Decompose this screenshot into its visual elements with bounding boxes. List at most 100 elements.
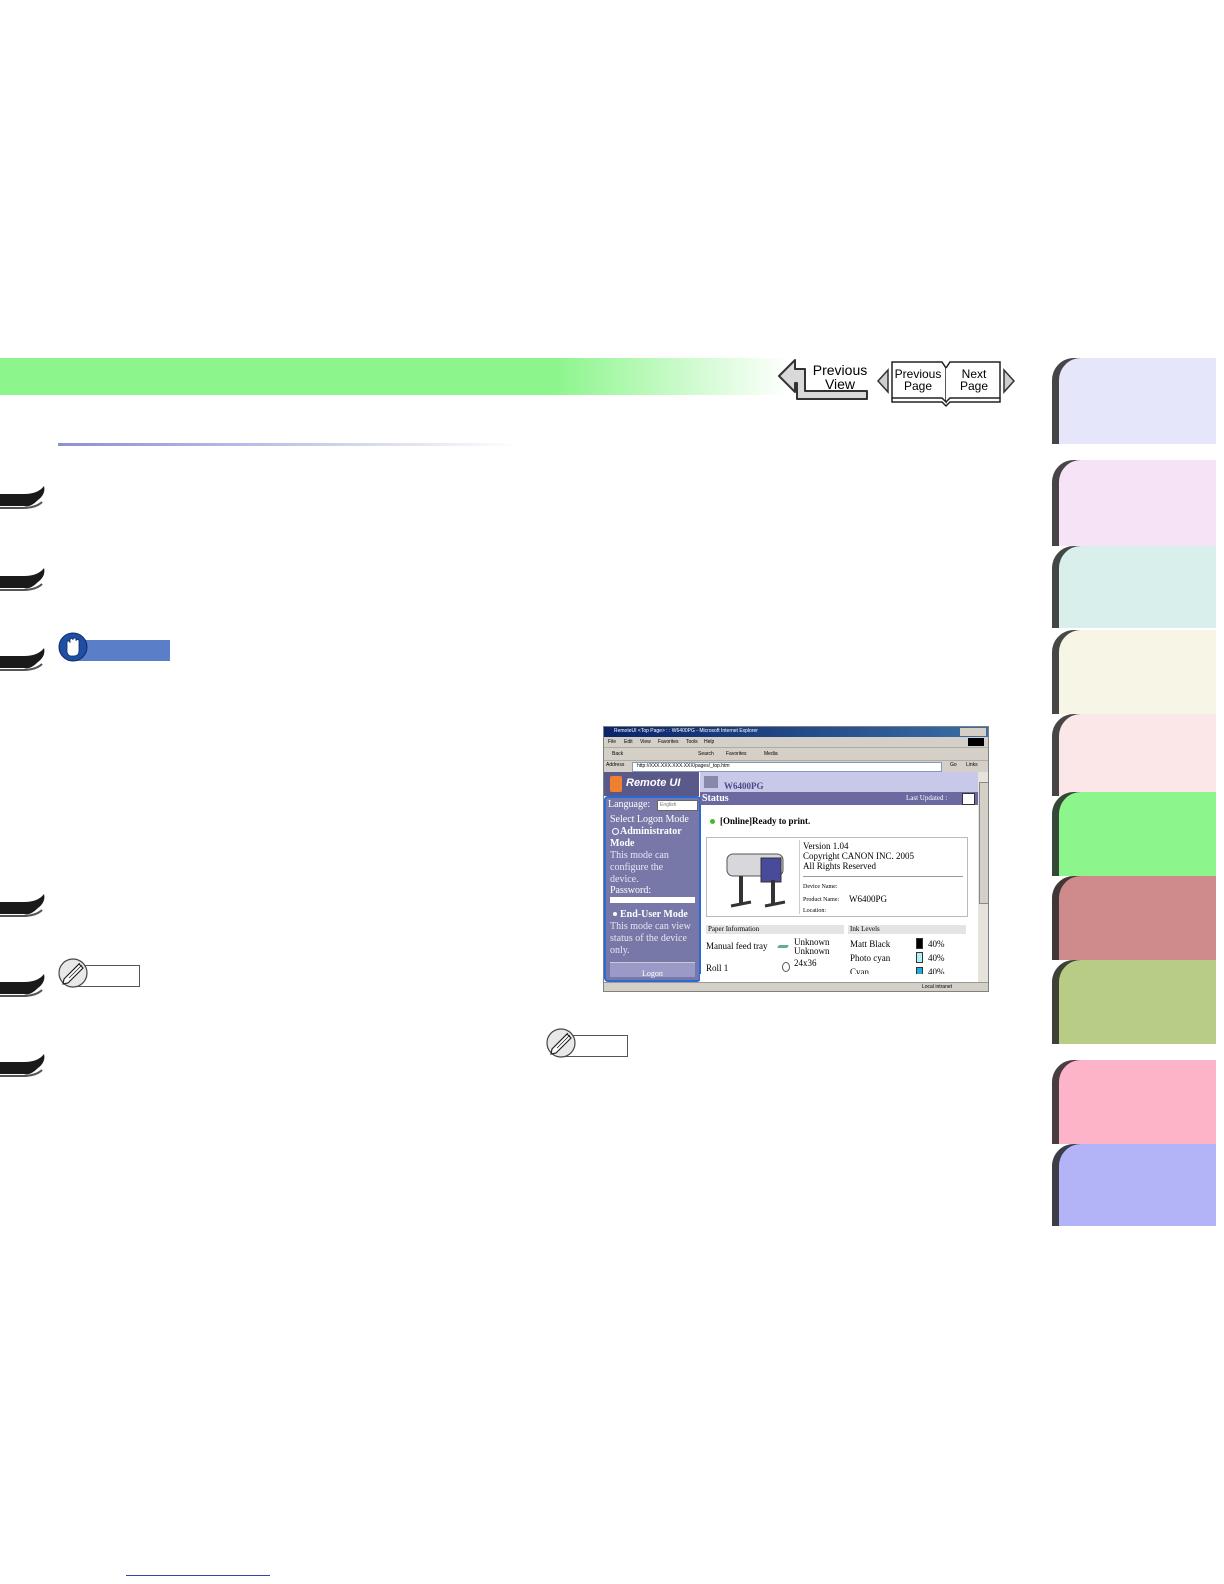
refresh-icon[interactable] xyxy=(962,793,975,805)
paper-row-value: Unknown xyxy=(794,946,830,956)
previous-page-label-2: Page xyxy=(903,379,933,393)
step-marker-icon xyxy=(0,894,45,917)
chapter-tab-2[interactable] xyxy=(1052,460,1216,546)
ink-tank-icon xyxy=(916,952,923,963)
menu-favorites[interactable]: Favorites xyxy=(658,739,679,745)
ink-row-level: 40% xyxy=(928,967,945,977)
back-arrow-icon xyxy=(778,359,868,400)
firmware-version: Version 1.04 xyxy=(803,841,849,851)
paper-info-header: Paper Information xyxy=(706,925,844,934)
note-callout xyxy=(546,1028,630,1058)
menu-bar: File Edit View Favorites Tools Help xyxy=(604,737,988,748)
device-name-label: Device Name: xyxy=(803,884,838,890)
browser-toolbar: Back Search Favorites Media xyxy=(604,748,988,761)
status-message: [Online]Ready to print. xyxy=(720,816,811,826)
admin-mode-description: This mode can configure the device. xyxy=(610,850,669,885)
previous-page-label-1: Previous xyxy=(894,367,942,381)
remote-ui-screenshot: RemoteUI <Top Page> : : W6400PG - Micros… xyxy=(603,726,989,992)
menu-view[interactable]: View xyxy=(640,739,651,745)
copyright-text: Copyright CANON INC. 2005 xyxy=(803,851,915,861)
important-callout xyxy=(58,632,170,662)
address-label: Address xyxy=(606,762,625,768)
menu-help[interactable]: Help xyxy=(704,739,715,745)
links-button[interactable]: Links xyxy=(966,762,978,768)
section-title-rule xyxy=(58,443,518,446)
previous-view-label-1: Previous xyxy=(812,362,868,378)
chapter-tab-8[interactable] xyxy=(1052,960,1216,1044)
last-updated-label: Last Updated : xyxy=(906,794,948,802)
vertical-scrollbar[interactable] xyxy=(978,772,988,982)
info-divider xyxy=(803,876,963,877)
menu-tools[interactable]: Tools xyxy=(686,739,698,745)
enduser-mode-radio[interactable] xyxy=(613,912,617,916)
paper-row-name: Roll 1 xyxy=(706,963,729,973)
status-zone: Local intranet xyxy=(922,984,953,990)
chapter-tab-7[interactable] xyxy=(1052,876,1216,960)
next-page-button[interactable]: Next Page xyxy=(950,368,998,392)
ink-row-name: Photo cyan xyxy=(850,953,891,963)
admin-mode-radio[interactable] xyxy=(612,828,619,835)
ie-logo-icon xyxy=(968,738,984,746)
chapter-tab-1[interactable] xyxy=(1052,358,1216,444)
select-logon-mode-label: Select Logon Mode xyxy=(610,814,689,825)
chapter-tab-3[interactable] xyxy=(1052,546,1216,628)
media-button[interactable]: Media xyxy=(764,751,778,757)
scroll-thumb[interactable] xyxy=(979,782,988,904)
chapter-tab-10[interactable] xyxy=(1052,1144,1216,1226)
language-label: Language: xyxy=(608,799,651,810)
address-input[interactable]: http://XXX.XXX.XXX.XXX/pages/_top.htm xyxy=(632,762,942,772)
browser-status-bar: Local intranet xyxy=(604,982,988,991)
previous-page-button[interactable]: Previous Page xyxy=(894,368,942,392)
ink-levels-header: Ink Levels xyxy=(848,925,966,934)
chapter-tab-9[interactable] xyxy=(1052,1060,1216,1144)
go-button[interactable]: Go xyxy=(950,762,957,768)
paper-row-value: Unknown xyxy=(794,937,830,947)
important-label-bar xyxy=(68,640,170,661)
previous-view-label-2: View xyxy=(824,376,856,392)
note-callout xyxy=(58,958,142,988)
address-value: http://XXX.XXX.XXX.XXX/pages/_top.htm xyxy=(637,763,730,769)
chapter-tab-6-active[interactable] xyxy=(1052,792,1216,876)
product-name-value: W6400PG xyxy=(849,894,887,904)
menu-file[interactable]: File xyxy=(608,739,617,745)
next-page-label-1: Next xyxy=(961,367,987,381)
footer-link-rule[interactable] xyxy=(126,1575,270,1576)
paper-info-title: Paper Information xyxy=(708,925,760,933)
ink-row-name: Matt Black xyxy=(850,939,891,949)
ink-tank-icon xyxy=(916,938,923,949)
language-select[interactable]: English xyxy=(657,800,698,811)
logon-button[interactable]: Logon xyxy=(610,962,695,978)
location-label: Location: xyxy=(803,908,826,914)
step-marker-icon xyxy=(0,486,45,509)
ink-row-name: Cyan xyxy=(850,967,869,977)
search-button[interactable]: Search xyxy=(698,751,714,757)
product-name-label: Product Name: xyxy=(803,897,840,903)
status-bar-header: Status Last Updated : xyxy=(700,792,978,805)
device-info-panel: Version 1.04 Copyright CANON INC. 2005 A… xyxy=(706,837,968,917)
chapter-tab-5[interactable] xyxy=(1052,714,1216,796)
logon-panel: Language: English Select Logon Mode Admi… xyxy=(604,796,701,982)
previous-view-button[interactable]: Previous View xyxy=(775,358,871,402)
chapter-header-band xyxy=(0,358,790,395)
remote-ui-logo-bar: Remote UI xyxy=(604,772,699,796)
password-input[interactable] xyxy=(610,897,695,903)
chapter-tab-4[interactable] xyxy=(1052,630,1216,714)
ink-levels-title: Ink Levels xyxy=(850,925,880,933)
admin-mode-label: Administrator Mode xyxy=(610,826,682,849)
language-value: English xyxy=(660,802,677,808)
window-title: RemoteUI <Top Page> : : W6400PG - Micros… xyxy=(614,728,758,734)
favorites-button[interactable]: Favorites xyxy=(726,751,747,757)
back-button[interactable]: Back xyxy=(612,751,624,757)
status-title: Status xyxy=(702,793,729,804)
printer-small-icon xyxy=(704,776,718,788)
viewport-bottom-clip xyxy=(700,974,978,982)
roll-unknown-icon xyxy=(782,962,790,972)
step-marker-icon xyxy=(0,648,45,671)
product-header-name: W6400PG xyxy=(724,781,764,791)
window-title-bar: RemoteUI <Top Page> : : W6400PG - Micros… xyxy=(604,727,988,737)
menu-edit[interactable]: Edit xyxy=(624,739,633,745)
pencil-icon xyxy=(58,958,88,988)
pencil-icon xyxy=(546,1028,576,1058)
window-controls[interactable] xyxy=(960,728,986,736)
remote-ui-logo: Remote UI xyxy=(626,777,681,789)
